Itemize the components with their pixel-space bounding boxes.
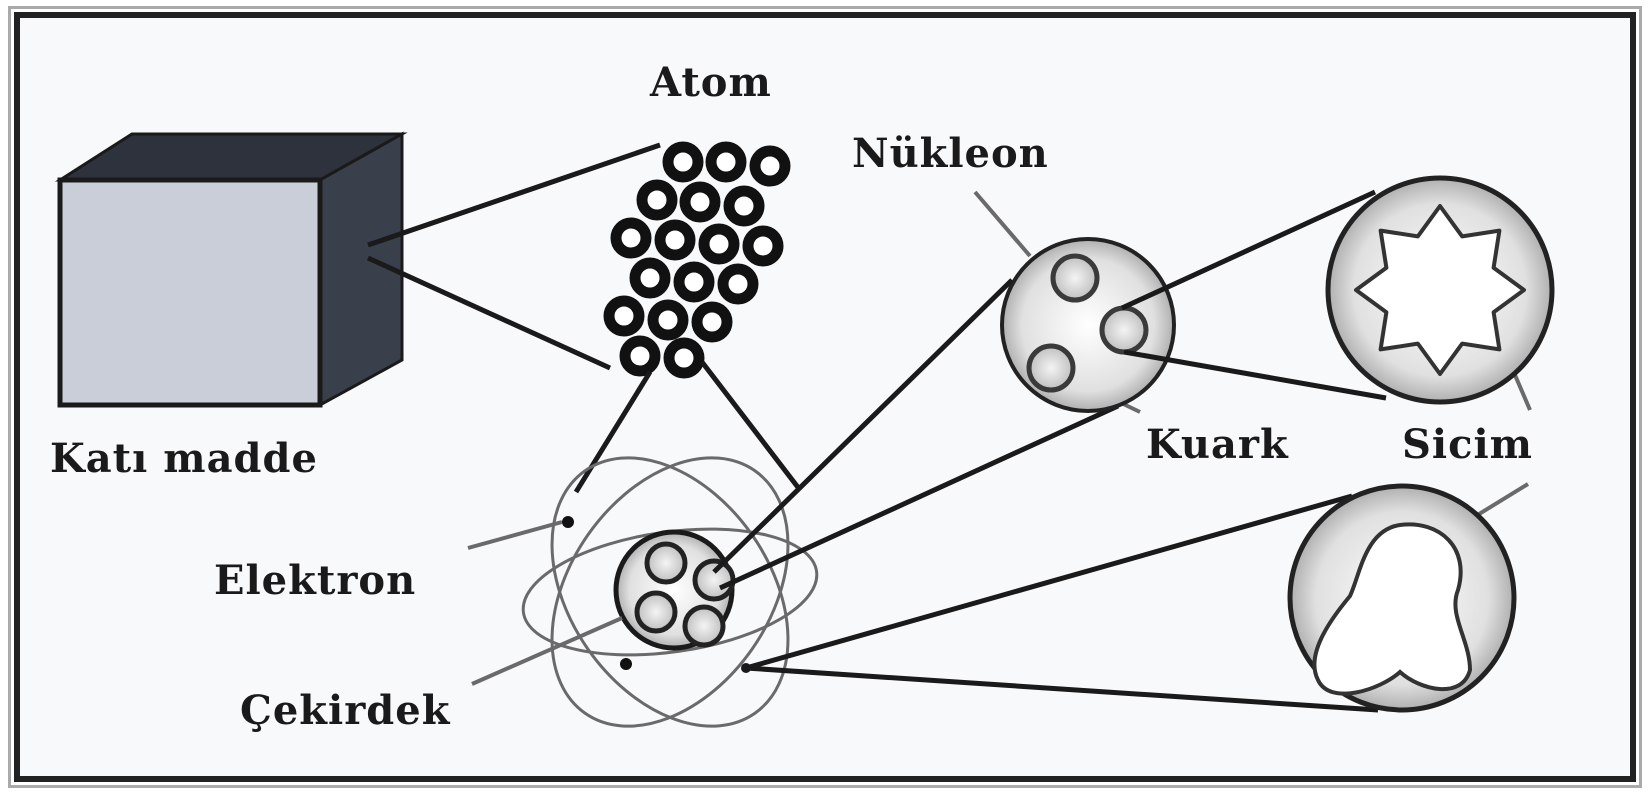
string-circle-top <box>1325 175 1555 405</box>
solid-cube <box>54 131 408 408</box>
zoom-lines-quark-string <box>1120 189 1387 401</box>
zoom-lines-atom-model <box>573 360 802 494</box>
atom-lattice <box>603 141 791 379</box>
zoom-lines-nucleus-string <box>745 493 1379 713</box>
string-circle-bottom <box>1287 483 1517 713</box>
zoom-lines-cube-atom <box>366 142 661 371</box>
nucleus-label: Çekirdek <box>240 687 451 734</box>
atom-label: Atom <box>649 59 772 106</box>
nucleon-label: Nükleon <box>852 130 1049 177</box>
electron-dots <box>562 516 632 670</box>
nucleus <box>613 529 736 651</box>
zoom-point <box>741 663 751 673</box>
electron-label: Elektron <box>214 557 416 604</box>
solid-matter-label: Katı madde <box>50 435 318 482</box>
nucleon-sphere <box>1000 237 1176 413</box>
zoom-lines-nucleon <box>712 278 1120 591</box>
quark-label: Kuark <box>1146 421 1289 468</box>
string-label: Sicim <box>1402 421 1533 468</box>
